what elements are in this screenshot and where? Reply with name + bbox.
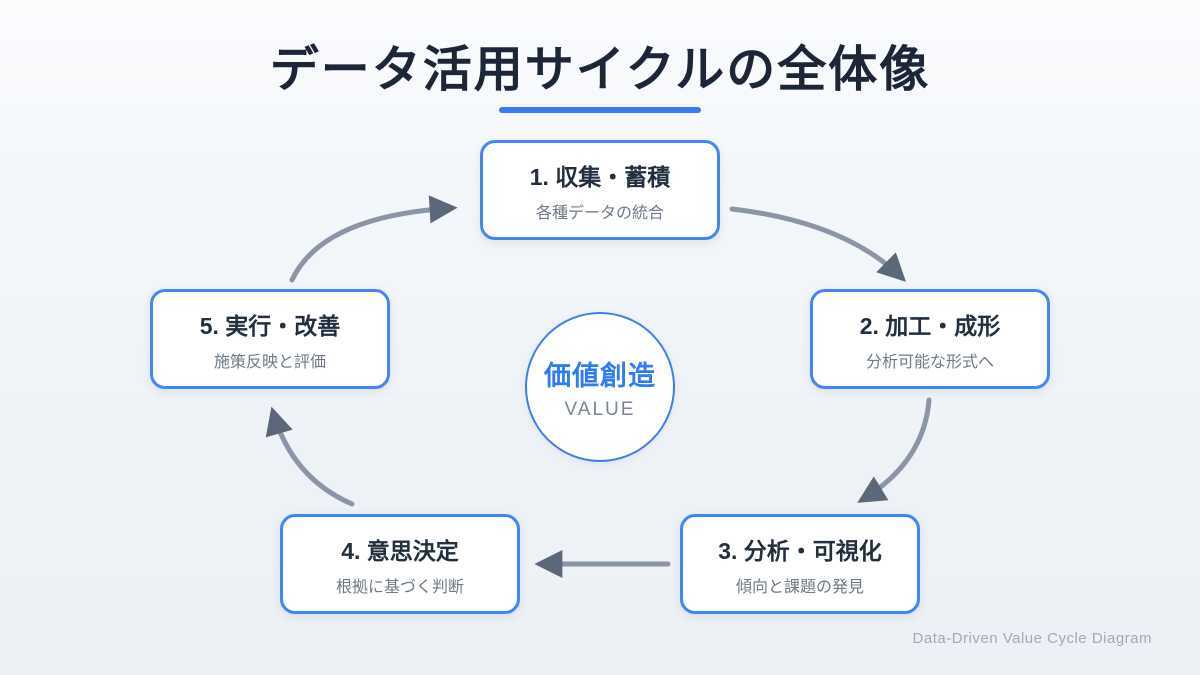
step-card-execution: 5. 実行・改善 施策反映と評価	[150, 289, 390, 389]
step-card-analysis: 3. 分析・可視化 傾向と課題の発見	[680, 514, 920, 614]
step-subtitle: 分析可能な形式へ	[865, 353, 994, 371]
step-card-decision: 4. 意思決定 根拠に基づく判断	[280, 514, 520, 614]
step-subtitle: 根拠に基づく判断	[335, 578, 464, 596]
step-title: 3. 分析・可視化	[718, 537, 882, 564]
step-title: 2. 加工・成形	[859, 312, 1001, 339]
step-subtitle: 施策反映と評価	[213, 353, 326, 371]
step-title: 1. 収集・蓄積	[529, 163, 671, 190]
step-title: 4. 意思決定	[341, 537, 459, 564]
value-center-circle: 価値創造 VALUE	[525, 312, 675, 462]
page-title: データ活用サイクルの全体像	[269, 43, 931, 97]
step-card-processing: 2. 加工・成形 分析可能な形式へ	[810, 289, 1050, 389]
step-subtitle: 各種データの統合	[535, 204, 664, 222]
footer-caption: Data-Driven Value Cycle Diagram	[912, 630, 1152, 647]
value-sublabel: VALUE	[564, 398, 636, 420]
step-title: 5. 実行・改善	[199, 312, 341, 339]
arrow-step4-to-step5-icon	[265, 406, 355, 507]
step-card-collection: 1. 収集・蓄積 各種データの統合	[480, 140, 720, 240]
arrow-step5-to-step1-icon	[289, 195, 458, 283]
step-subtitle: 傾向と課題の発見	[735, 578, 864, 596]
value-label: 価値創造	[544, 360, 656, 391]
arrow-step2-to-step3-icon	[857, 397, 932, 503]
arrow-step1-to-step2-icon	[729, 206, 906, 282]
title-underline	[499, 107, 701, 113]
